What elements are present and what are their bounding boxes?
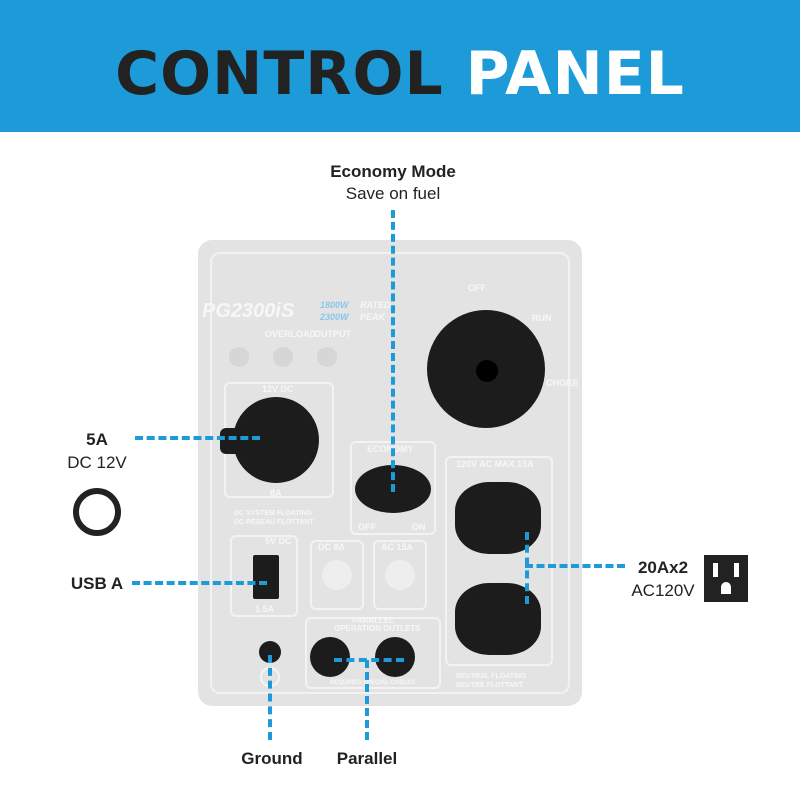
overload-indicator-light: [273, 347, 293, 367]
ground-title: Ground: [241, 749, 303, 768]
ac-leader-vertical: [525, 532, 529, 604]
dial-center: [476, 360, 498, 382]
dial-off: OFF: [468, 283, 486, 293]
rated-label: RATED: [360, 300, 391, 310]
dc-breaker-label: DC 8A: [318, 542, 346, 552]
neutral-fr: NEUTRE FLOTTANT: [456, 682, 524, 689]
parallel-outlet-2[interactable]: [375, 637, 415, 677]
ac-breaker-box: [373, 540, 427, 610]
ac-breaker-label: AC 15A: [381, 542, 414, 552]
panel-border: [210, 252, 570, 694]
header-banner: [0, 0, 800, 132]
usb-port[interactable]: [253, 555, 279, 599]
dc-floating-fr: DC RÉSEAU FLOTTANT: [234, 519, 314, 526]
ground-terminal[interactable]: [259, 641, 281, 663]
output-indicator-light: [317, 347, 337, 367]
parallel-box: [305, 617, 441, 689]
dc-breaker-button[interactable]: [322, 560, 352, 590]
ac-label: 120V AC MAX 15A: [456, 459, 534, 469]
rated-watts: 1800W: [320, 300, 349, 310]
ac-outlets-box: [445, 456, 553, 666]
eco-on: ON: [412, 522, 426, 532]
dc12-amp: 8A: [270, 488, 282, 498]
parallel-leader: [365, 660, 369, 740]
parallel-2: OPERATION OUTLETS: [334, 624, 421, 633]
title-light: PANEL: [465, 39, 685, 109]
dc-socket-icon: [73, 488, 121, 536]
title-dark: CONTROL: [115, 39, 444, 109]
parallel-1: PARALLEL: [352, 616, 395, 625]
parallel-title: Parallel: [336, 749, 398, 768]
usb-box: [230, 535, 298, 617]
page-title: CONTROL PANEL: [0, 38, 800, 110]
neutral: NEUTRAL FLOATING: [456, 673, 527, 680]
dc-leader: [135, 436, 260, 440]
ac-breaker-button[interactable]: [385, 560, 415, 590]
dc-subtitle: DC 12V: [67, 453, 127, 472]
oil-indicator-light: [229, 347, 249, 367]
dc-breaker-box: [310, 540, 364, 610]
usb-amp: 1.5A: [255, 604, 275, 614]
economy-leader: [391, 210, 395, 492]
usb-leader: [132, 581, 267, 585]
ac-subtitle: AC120V: [631, 581, 695, 600]
model-name: PG2300iS: [202, 300, 295, 322]
dc-floating: DC SYSTEM FLOATING: [234, 510, 313, 517]
dc12-label: 12V DC: [262, 384, 294, 394]
dial-choke: CHOKE: [546, 378, 579, 388]
economy-subtitle: Save on fuel: [345, 184, 441, 203]
output-label: OUTPUT: [314, 329, 351, 339]
usb-label: 5V DC: [265, 536, 292, 546]
parallel-outlet-1[interactable]: [310, 637, 350, 677]
outlet-icon: [704, 555, 748, 602]
parallel-leader-horizontal: [334, 658, 404, 662]
parallel-warning: REQUIRES SPECIAL CABLES: [330, 680, 416, 686]
dc-title: 5A: [86, 430, 108, 449]
peak-watts: 2300W: [320, 312, 349, 322]
ac-leader: [525, 564, 625, 568]
economy-label: ECONOMY: [367, 444, 414, 454]
peak-label: PEAK: [360, 312, 386, 322]
ac-title: 20Ax2: [637, 558, 689, 577]
overload-label: OVERLOAD: [265, 329, 317, 339]
ground-leader: [268, 655, 272, 740]
eco-off: OFF: [358, 522, 376, 532]
economy-title: Economy Mode: [330, 162, 456, 181]
dc-socket-cap: [220, 428, 248, 454]
usb-title: USB A: [70, 574, 124, 593]
dial-run: RUN: [532, 313, 552, 323]
